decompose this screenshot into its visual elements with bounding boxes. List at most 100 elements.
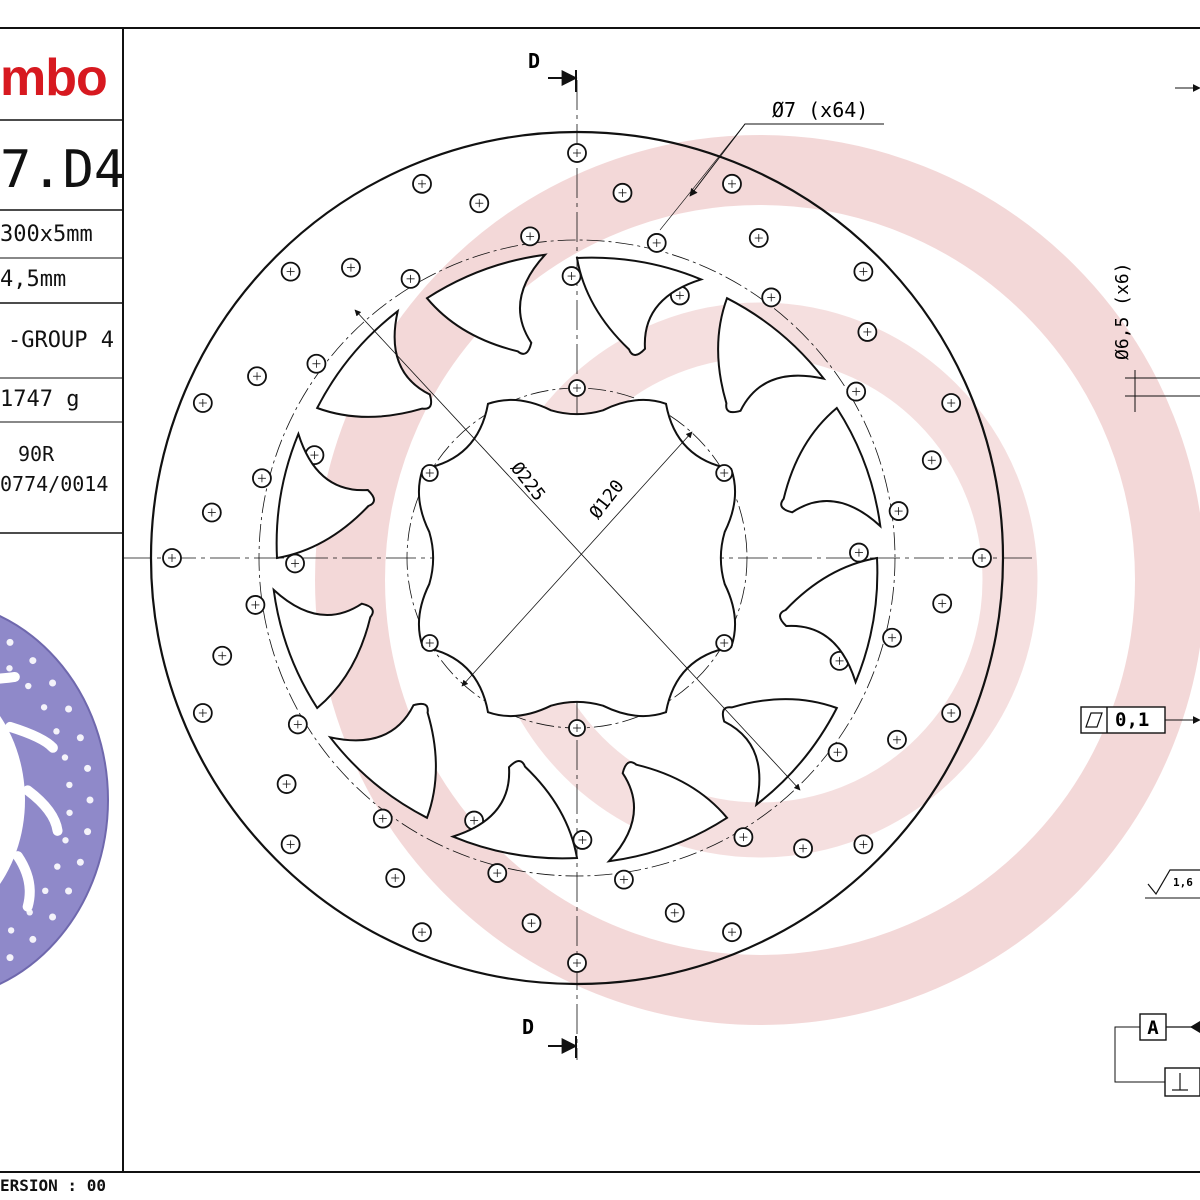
disc-dimensions: 300x5mm (0, 222, 93, 247)
drilled-hole (192, 703, 213, 723)
drilled-hole (567, 143, 587, 163)
drilled-hole (572, 830, 593, 850)
mounting-hole (568, 719, 586, 737)
render-drilled-hole (76, 858, 84, 866)
drilled-hole (285, 553, 305, 574)
render-drilled-hole (84, 764, 92, 772)
drilled-hole (722, 173, 742, 194)
drawing-version: ERSION : 00 (0, 1176, 106, 1195)
render-drilled-hole (86, 796, 94, 804)
render-drilled-hole (6, 638, 14, 646)
render-drilled-hole (7, 927, 15, 934)
drilled-hole (646, 233, 667, 253)
product-group: -GROUP 4 (8, 328, 114, 353)
render-drilled-hole (29, 657, 37, 665)
drilled-hole (247, 366, 267, 387)
disc-weight: 1747 g (0, 387, 80, 412)
render-drilled-hole (29, 935, 37, 943)
drilled-hole (306, 353, 327, 374)
render-spoke-slot (22, 785, 63, 836)
drilled-hole (469, 193, 490, 214)
drilled-hole (722, 922, 742, 943)
render-spoke-slot (0, 671, 20, 684)
perpendicularity-frame (1164, 1067, 1200, 1097)
drilled-hole (252, 468, 272, 489)
datum-triangle-icon (1190, 1021, 1200, 1033)
drilled-hole (412, 922, 432, 943)
drilled-hole (849, 542, 869, 563)
drilled-hole (245, 595, 266, 615)
render-drilled-hole (49, 913, 57, 921)
spoke-slot (449, 760, 579, 860)
render-drilled-hole (65, 887, 73, 895)
datum-label: A (1147, 1017, 1159, 1039)
render-drilled-hole (54, 863, 61, 870)
section-label-top: D (528, 49, 540, 73)
braking-track-inner-circle (258, 239, 896, 877)
datum-frame (1139, 1013, 1167, 1041)
render-drilled-hole (61, 754, 69, 761)
drilled-hole (561, 266, 582, 286)
render-drilled-hole (42, 887, 49, 895)
drilled-hole (733, 827, 754, 848)
drilled-hole (761, 287, 782, 308)
drilled-hole (853, 261, 874, 282)
drilled-hole (487, 863, 508, 883)
drilled-hole (520, 226, 540, 247)
drilled-hole (287, 714, 308, 735)
drilled-hole (846, 381, 867, 402)
drilled-hole (212, 645, 233, 666)
brand-logo: mbo (0, 49, 108, 107)
spoke-slot (779, 556, 879, 686)
render-drilled-hole (84, 828, 92, 836)
render-drilled-hole (76, 734, 84, 742)
drilled-hole (412, 173, 432, 194)
render-drilled-hole (62, 837, 69, 844)
drilled-hole (827, 742, 848, 763)
watermark-ring-outer (315, 135, 1200, 1025)
drilled-hole (888, 501, 909, 521)
drilled-hole (921, 450, 942, 471)
render-disc-center (0, 715, 25, 885)
drilled-hole (276, 774, 297, 794)
drilled-hole (614, 869, 634, 890)
drilled-hole (192, 393, 213, 413)
mount-callout: Ø6,5 (x6) (1112, 262, 1133, 360)
drilled-hole (664, 902, 685, 923)
flatness-symbol-icon (1085, 712, 1103, 728)
render-drilled-hole (65, 705, 73, 713)
drilled-hole (887, 729, 907, 750)
drilled-hole (567, 953, 587, 973)
homologation-number: 0774/0014 (0, 472, 109, 496)
drilled-hole (932, 593, 953, 614)
drilled-hole (941, 393, 962, 413)
min-thickness: 4,5mm (0, 267, 67, 292)
dimension-annotations (354, 70, 1200, 1097)
drilled-hole (280, 261, 301, 282)
flatness-value: 0,1 (1115, 709, 1149, 731)
render-drilled-hole (6, 665, 13, 672)
drilled-hole (162, 548, 182, 568)
roughness-symbol-icon (1147, 869, 1200, 896)
render-drilled-hole (66, 809, 73, 816)
drilled-hole (853, 834, 874, 855)
mounting-hole (568, 379, 586, 397)
render-spoke-slot (5, 721, 58, 753)
drilled-hole (201, 502, 222, 523)
hole-callout: Ø7 (x64) (772, 98, 868, 122)
mounting-hole (715, 464, 734, 482)
disc-render-image (0, 615, 109, 985)
drilled-hole (882, 627, 902, 648)
render-drilled-hole (66, 781, 73, 789)
spoke-slot (780, 406, 882, 529)
homologation-code: 90R (18, 442, 55, 466)
drilled-hole (748, 228, 769, 248)
disc-outer-edge (149, 130, 1005, 986)
drilled-hole (793, 838, 813, 859)
render-drilled-hole (53, 728, 60, 735)
drilled-hole (612, 182, 633, 203)
drilled-hole (280, 834, 301, 855)
drawing-frame (0, 27, 1200, 1173)
drilled-hole (521, 913, 542, 934)
